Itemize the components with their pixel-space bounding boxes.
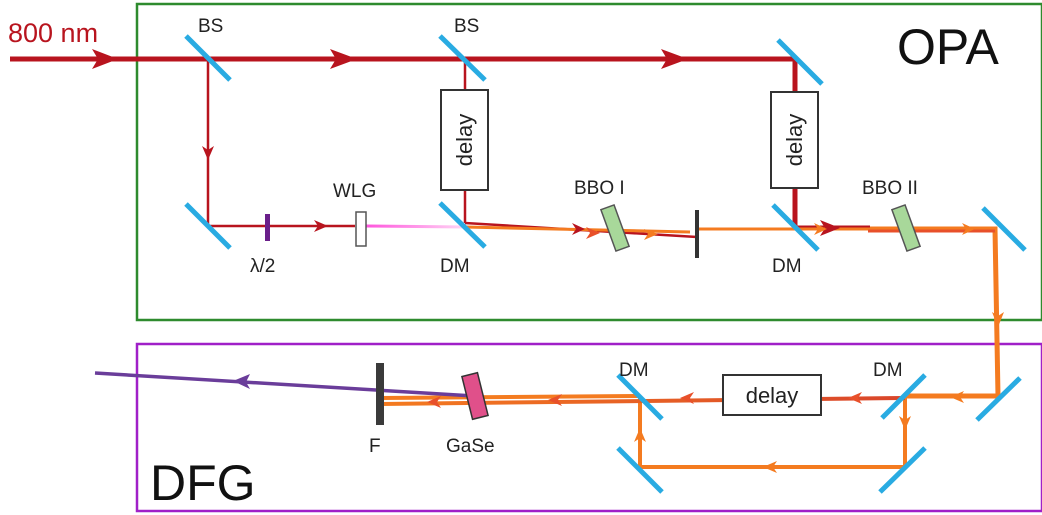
bs2-label: BS [454,16,479,37]
wlg-crystal [355,211,367,247]
delay1-label: delay [452,114,477,167]
dm2-label: DM [772,256,802,277]
delay3-label: delay [746,383,799,408]
half-wave-label: λ/2 [250,256,275,277]
bs1-label: BS [198,16,223,37]
opa-frame [135,2,1042,322]
dm1-mirror [438,201,487,249]
dfg-frame [135,342,1042,513]
wlg-label: WLG [333,181,376,202]
delay3-box [722,374,822,416]
dm3-label: DM [619,360,649,381]
bbo1-crystal [599,203,631,253]
delay1-box [440,89,489,191]
filter [376,363,384,425]
dfg-output-beam [94,371,475,398]
mirror-dfg-bottom-left [616,446,664,494]
delay2-label: delay [782,114,807,167]
bs1-mirror [184,34,232,82]
gase-crystal [461,371,489,421]
mirror-lower-left [184,202,232,250]
signal-beam [379,225,1001,469]
filter-label: F [369,436,381,457]
gase-label: GaSe [446,436,495,457]
mirrors [184,34,1027,494]
mirror-dfg-bottom-right [878,446,927,494]
bs2-mirror [438,34,487,82]
dm2-mirror [771,203,820,252]
delay2-box [770,91,819,189]
dm3-mirror [616,373,664,421]
input-label: 800 nm [8,18,98,48]
aperture [695,210,699,258]
bbo1-label: BBO I [574,178,625,199]
dfg-label: DFG [150,455,256,511]
opa-label: OPA [897,19,1000,75]
beam-arrows [92,49,1004,473]
white-light-beam [365,224,466,229]
dm4-label: DM [873,360,903,381]
bbo2-crystal [890,203,922,253]
mirror-right [981,206,1027,252]
dm4-mirror [880,373,927,420]
mirror-top-right [776,38,824,86]
dm1-label: DM [440,256,470,277]
bbo2-label: BBO II [862,178,918,199]
mirror-dfg-right [975,376,1022,422]
waveplate [265,214,270,241]
